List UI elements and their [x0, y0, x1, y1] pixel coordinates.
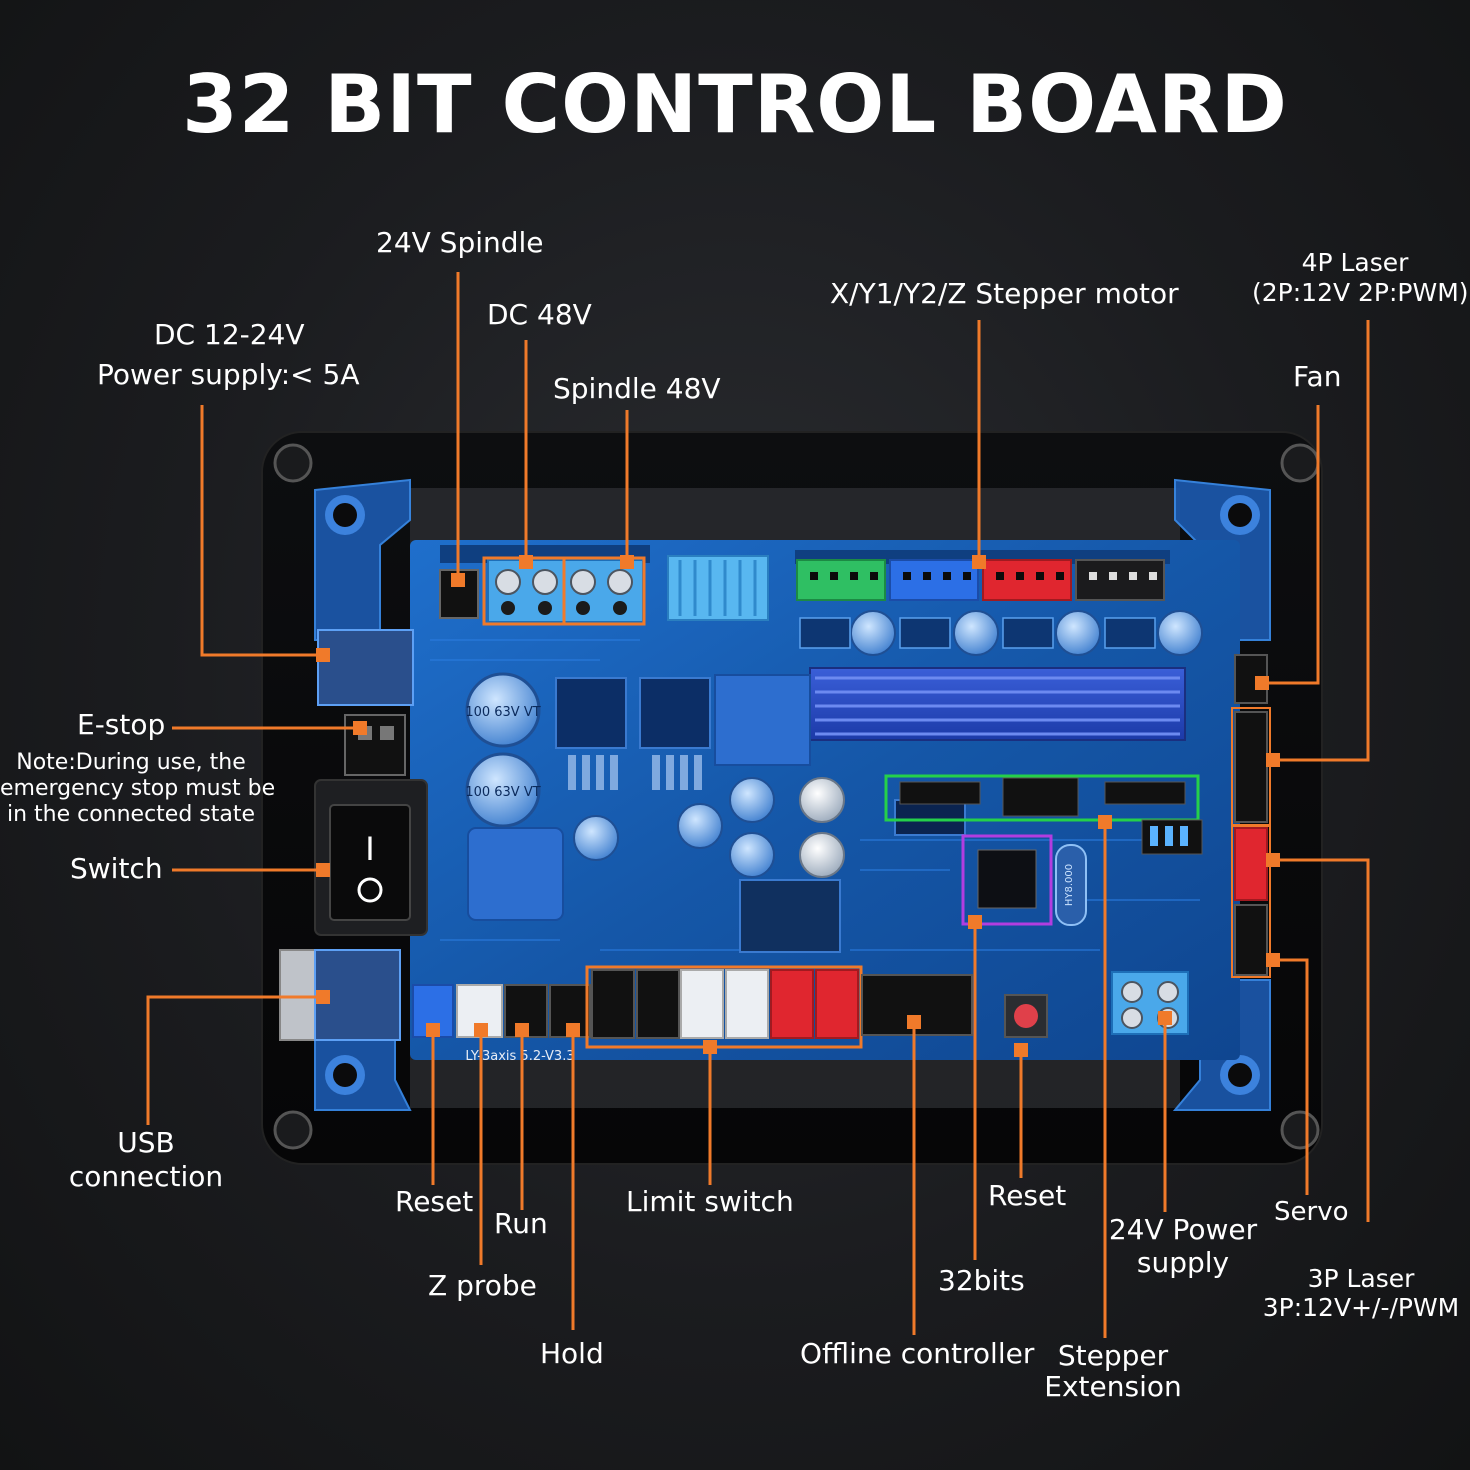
reset-button [1014, 1004, 1038, 1028]
label-24v-power-line2: supply [1136, 1246, 1230, 1279]
label-3p-laser-line2: 3P:12V+/-/PWM [1262, 1293, 1460, 1322]
reset-header [412, 984, 454, 1038]
mcu-outline [961, 834, 1053, 926]
label-usb-line1: USB [117, 1126, 175, 1159]
label-24v-spindle: 24V Spindle [376, 226, 544, 259]
label-reset-1: Reset [395, 1185, 474, 1218]
label-24v-power-line1: 24V Power [1108, 1213, 1258, 1246]
label-reset-2: Reset [988, 1179, 1067, 1212]
estop-note-line3: in the connected state [6, 802, 256, 827]
label-3p-laser-line1: 3P Laser [1307, 1264, 1415, 1293]
label-run: Run [494, 1207, 548, 1240]
laser3p-header [1234, 827, 1268, 901]
svg-text:100 63V VT: 100 63V VT [465, 785, 540, 800]
switch-symbol-off [357, 877, 383, 903]
estop-note-line1: Note:During use, the [16, 750, 246, 775]
label-4p-laser-line1: 4P Laser [1301, 248, 1409, 277]
board-model: LY-3axis 5.2-V3.3 [465, 1049, 574, 1064]
laser4p-header [1234, 711, 1268, 823]
label-estop: E-stop [77, 708, 166, 741]
servo-header [1234, 904, 1268, 976]
leader-markers [316, 555, 1280, 1057]
svg-text:100 63V VT: 100 63V VT [465, 705, 540, 720]
page-title: 32 BIT CONTROL BOARD [182, 58, 1288, 151]
label-stepper-ext-line2: Extension [1044, 1370, 1182, 1403]
label-limit-switch: Limit switch [626, 1185, 794, 1218]
label-spindle-48v: Spindle 48V [553, 372, 721, 405]
svg-text:HY8.000: HY8.000 [1064, 864, 1075, 906]
usb-port [279, 949, 316, 1041]
label-z-probe: Z probe [428, 1269, 537, 1302]
label-servo: Servo [1274, 1197, 1349, 1227]
label-hold: Hold [540, 1337, 604, 1370]
label-power-line1: DC 12-24V [154, 318, 305, 351]
label-32bits: 32bits [938, 1264, 1025, 1297]
estop-note-line2: emergency stop must be [0, 776, 276, 801]
label-stepper-motor: X/Y1/Y2/Z Stepper motor [830, 277, 1179, 310]
label-offline-controller: Offline controller [800, 1337, 1035, 1370]
estop-header [344, 714, 406, 776]
leader-lines [146, 272, 1370, 1338]
label-power-line2: Power supply:< 5A [97, 358, 360, 391]
label-dc-48v: DC 48V [487, 298, 592, 331]
label-fan: Fan [1293, 360, 1342, 393]
capacitor-large-2: 100 63V VT [465, 752, 541, 828]
label-stepper-ext-line1: Stepper [1057, 1339, 1169, 1372]
stepper-extension-outline [884, 774, 1200, 822]
stepper-heatsink [809, 667, 1186, 741]
switch-symbol-on: I [365, 830, 374, 868]
capacitor-large-1: 100 63V VT [465, 672, 541, 748]
label-switch: Switch [70, 852, 163, 885]
label-usb-line2: connection [68, 1160, 224, 1193]
dc-jack [317, 629, 414, 706]
label-4p-laser-line2: (2P:12V 2P:PWM) [1252, 278, 1469, 307]
